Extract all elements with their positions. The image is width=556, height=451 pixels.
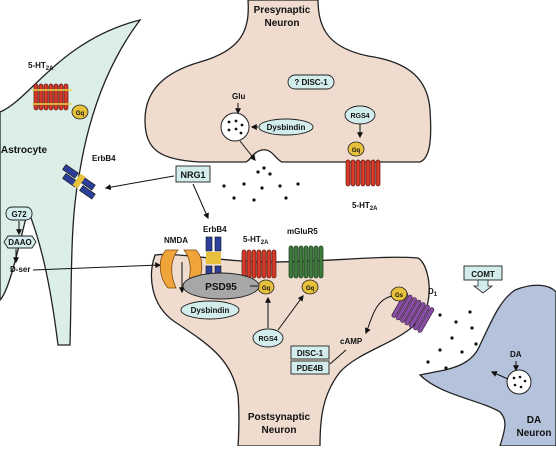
synaptic-cleft-dots	[222, 166, 300, 202]
psd95-blob	[182, 272, 260, 300]
da-neuron-shape	[418, 284, 556, 447]
nrg1-label: NRG1	[180, 170, 205, 180]
glu-vesicle	[220, 112, 250, 142]
daao-box	[3, 235, 37, 249]
dser-label: D-ser	[10, 265, 30, 274]
g72-box	[5, 206, 33, 221]
presynaptic-label-2: Neuron	[265, 18, 300, 29]
comt-label: COMT	[471, 270, 495, 279]
nrg1-to-erbb4-arrow	[192, 183, 209, 220]
dysbindin-post-label: Dysbindin	[191, 306, 230, 315]
gq-astro-label: Gq	[76, 111, 85, 117]
disc1-unknown-label: ? DISC-1	[294, 78, 328, 87]
da-label: DA	[510, 350, 522, 359]
daao-label: DAAO	[8, 238, 32, 247]
nmda-label: NMDA	[164, 236, 188, 245]
comt-arrow	[472, 279, 494, 294]
rgs4-post-label: RGS4	[258, 336, 277, 343]
postsynaptic-label-2: Neuron	[262, 425, 297, 436]
gs-label: Gs	[395, 293, 404, 299]
dser-to-nmda-arrow	[32, 262, 162, 271]
ht2a-astro-receptor	[33, 83, 69, 111]
nrg1-box	[175, 165, 211, 183]
psd95-label: PSD95	[205, 282, 237, 293]
ht2a-pre-label: 5-HT2A	[352, 201, 378, 212]
mglur5-label: mGluR5	[287, 227, 318, 236]
ht2a-pre-receptor	[345, 159, 381, 187]
disc1-box	[290, 345, 330, 360]
da-vesicle	[506, 369, 532, 395]
gq-pre-protein	[347, 141, 365, 157]
dysbindin-pre-label: Dysbindin	[267, 123, 306, 132]
rgs4-post-box	[252, 328, 284, 348]
presynaptic-label-1: Presynaptic	[254, 5, 311, 16]
gq-post2-label: Gq	[306, 286, 315, 292]
disc1-label: DISC-1	[297, 349, 324, 358]
erbb4-astro-label: ErbB4	[92, 154, 116, 163]
dopamine-dots	[426, 310, 478, 370]
dysbindin-pre-box	[258, 118, 314, 136]
g72-label: G72	[11, 210, 27, 219]
erbb4-post-label: ErbB4	[203, 225, 227, 234]
gq-post1-label: Gq	[262, 286, 271, 292]
camp-label: cAMP	[340, 337, 363, 346]
ht2a-post-label: 5-HT2A	[243, 235, 269, 246]
dysbindin-post-box	[180, 300, 240, 320]
erbb4-astro-receptor	[62, 164, 96, 200]
d1-receptor	[391, 292, 435, 333]
astrocyte-label: Astrocyte	[1, 145, 48, 156]
da-neuron-label-1: DA	[527, 415, 541, 426]
glu-vesicle-dots	[227, 119, 244, 135]
glu-label: Glu	[232, 92, 245, 101]
gq-astro-protein	[71, 104, 89, 120]
disc1-unknown-box	[287, 74, 335, 90]
d1-label: D1	[428, 287, 438, 298]
rgs4-pre-label: RGS4	[350, 113, 369, 120]
gq-post2-protein	[301, 279, 319, 295]
gq-pre-label: Gq	[352, 148, 361, 154]
pde4b-box	[290, 360, 330, 375]
gs-protein	[390, 286, 408, 302]
mglur5-receptor	[288, 245, 324, 279]
nrg1-to-astro-arrow	[104, 175, 175, 191]
pde4b-label: PDE4B	[297, 364, 324, 373]
ht2a-post-receptor	[241, 249, 277, 279]
ht2a-astro-label: 5-HT2A	[28, 61, 54, 72]
postsynaptic-label-1: Postsynaptic	[248, 412, 311, 423]
da-neuron-label-2: Neuron	[517, 428, 552, 439]
da-vesicle-dots	[512, 375, 527, 389]
